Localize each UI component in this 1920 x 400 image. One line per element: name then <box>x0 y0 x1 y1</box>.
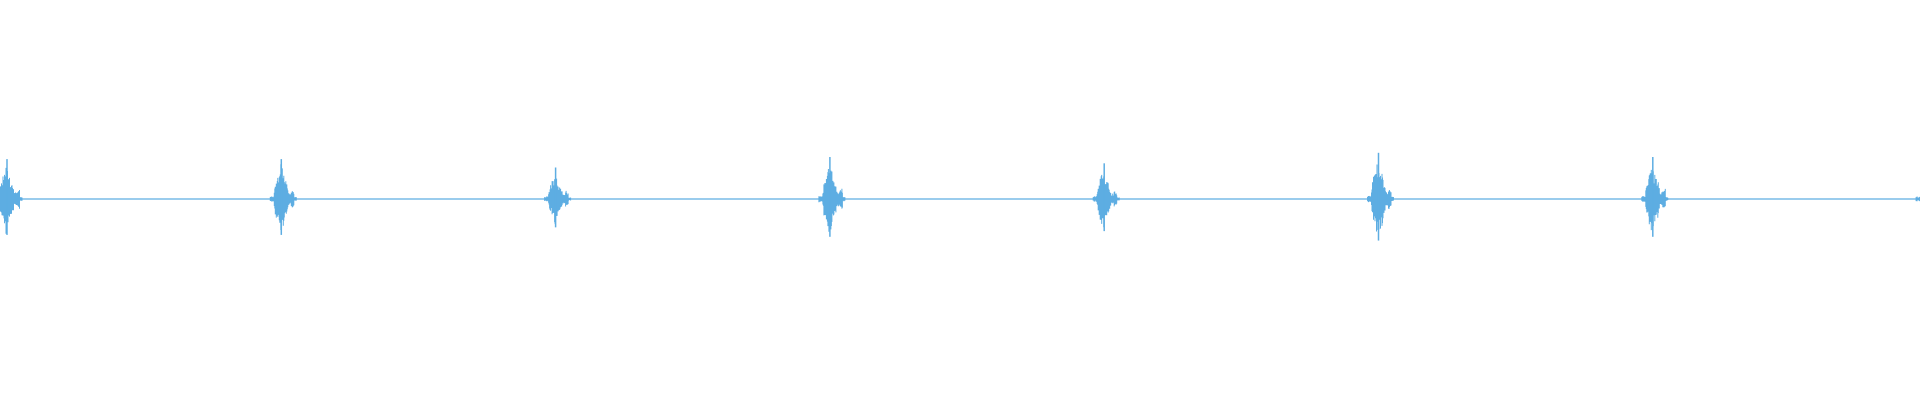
waveform-burst-path <box>1915 196 1920 202</box>
waveform-burst-path <box>0 167 23 234</box>
waveform-burst <box>269 159 297 235</box>
waveform-burst-path <box>1092 174 1120 228</box>
waveform-burst-path <box>544 178 572 225</box>
waveform-burst <box>1367 152 1394 241</box>
waveform-burst-path <box>1641 169 1669 231</box>
waveform-burst-path <box>818 168 846 232</box>
waveform-burst-path <box>269 164 297 230</box>
waveform-burst <box>0 159 23 235</box>
waveform-burst <box>1641 157 1669 237</box>
waveform-burst <box>544 167 572 228</box>
waveform-burst <box>818 157 846 237</box>
waveform-burst <box>1092 163 1120 232</box>
waveform-burst-path <box>1367 164 1394 232</box>
waveform-bursts <box>0 152 1920 241</box>
waveform-burst <box>1915 196 1920 202</box>
